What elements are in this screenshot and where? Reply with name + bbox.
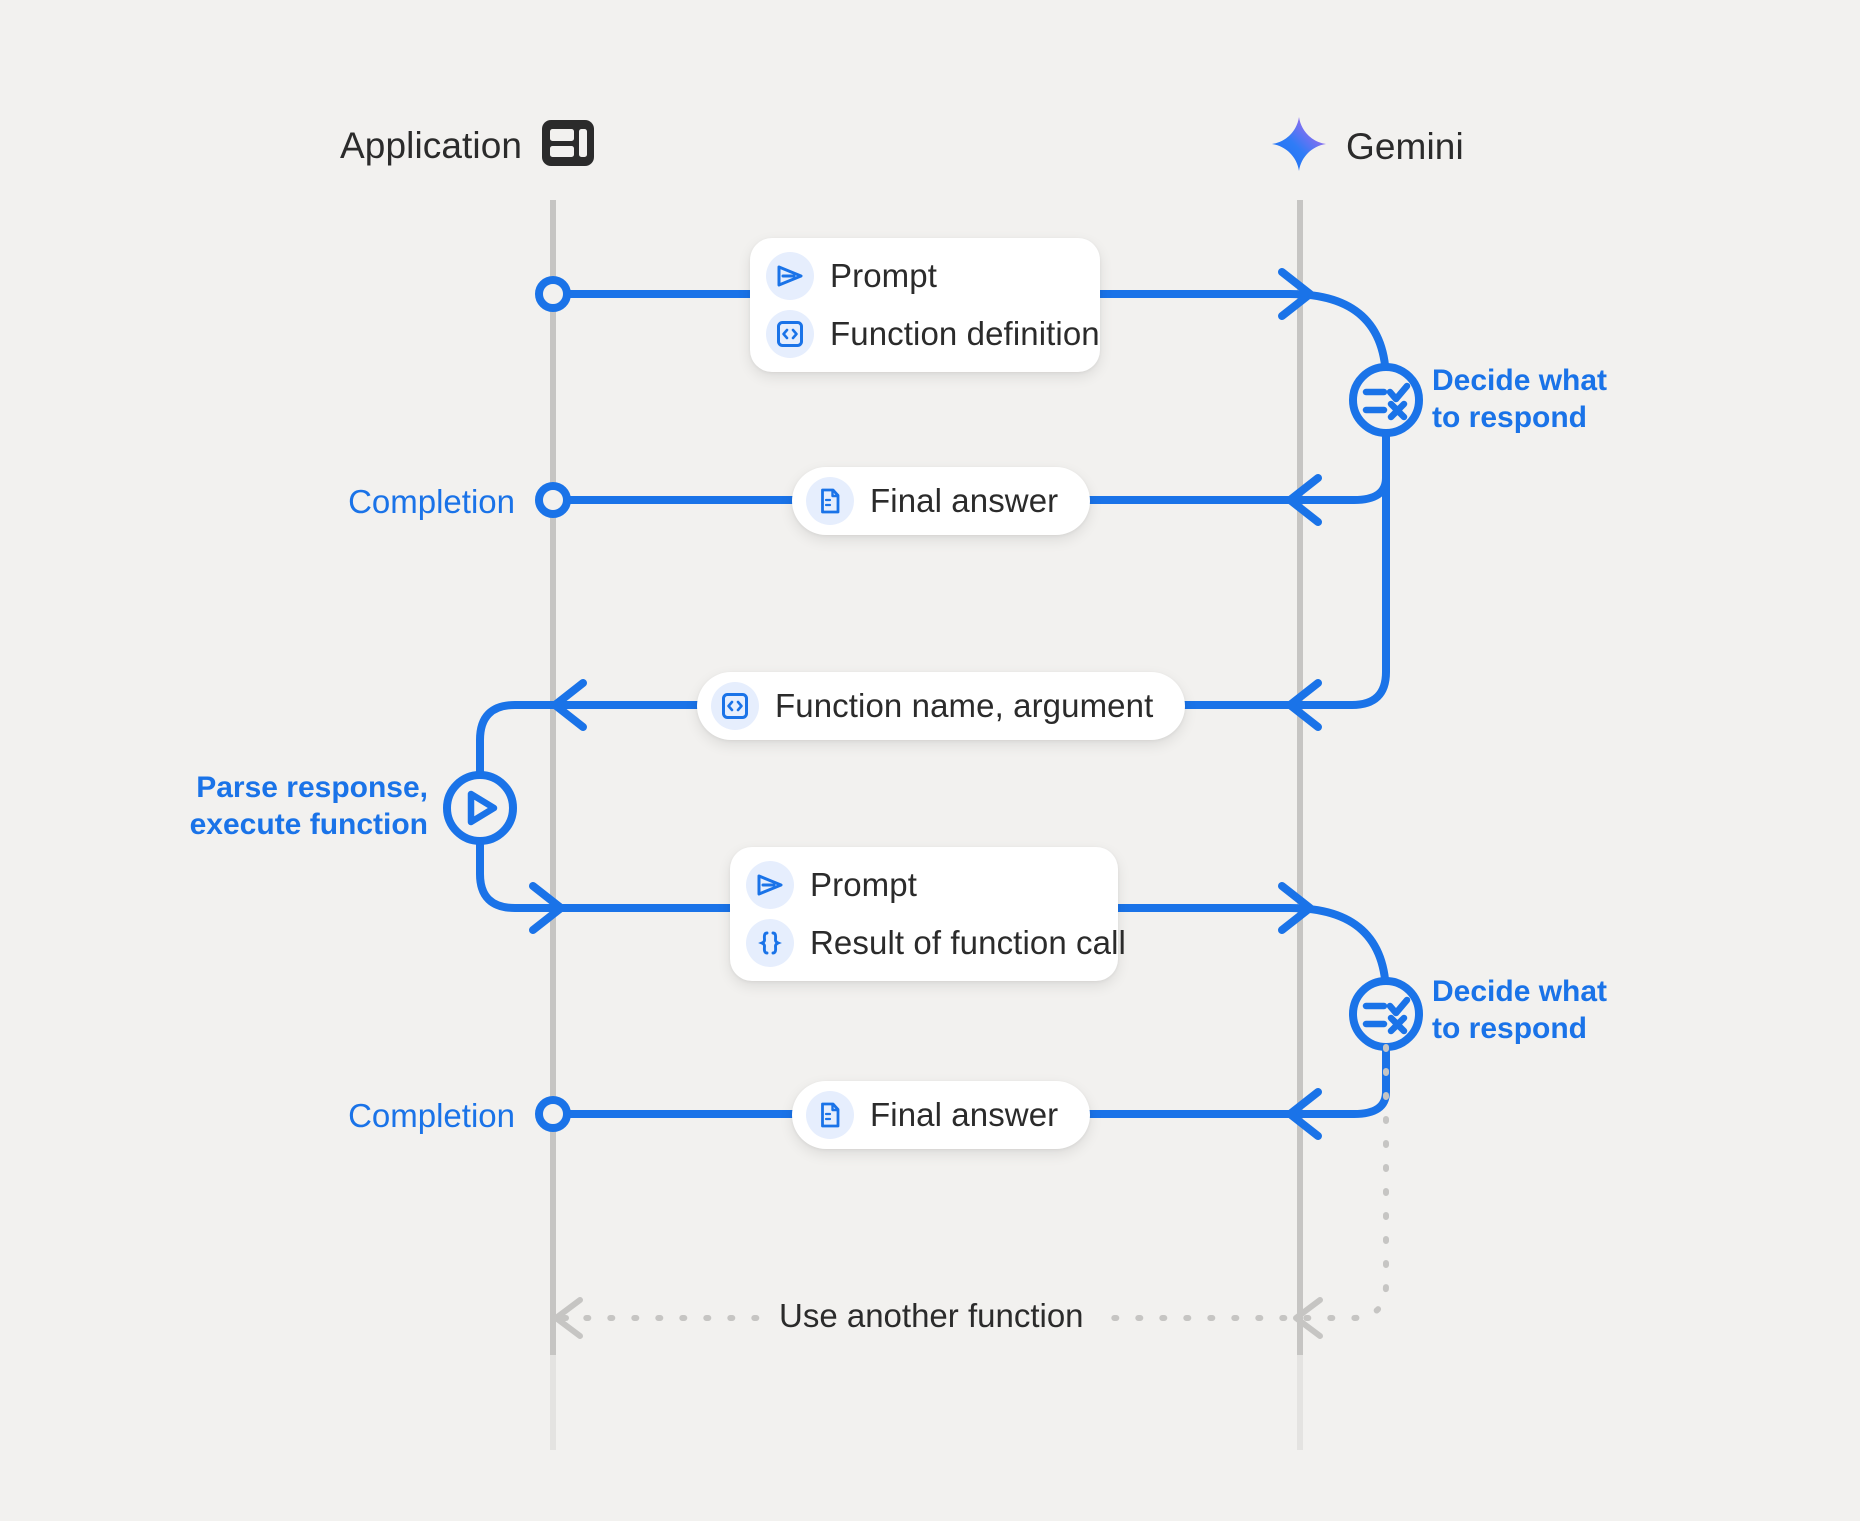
annotation-parse-response-execute-function: Parse response, execute function bbox=[189, 771, 428, 841]
connector-use-another-function bbox=[553, 1044, 1389, 1339]
node-decision-2 bbox=[1349, 977, 1423, 1051]
message-label-function-name-argument: Function name, argument bbox=[775, 687, 1154, 724]
message-row-final-answer-2: Final answer bbox=[806, 1091, 1058, 1139]
document-icon bbox=[806, 477, 854, 525]
message-label-prompt: Prompt bbox=[830, 257, 937, 294]
document-icon bbox=[806, 1091, 854, 1139]
message-label-final-answer-1: Final answer bbox=[870, 482, 1059, 519]
actor-label-gemini: Gemini bbox=[1346, 125, 1464, 167]
message-card-function-name-argument[interactable]: Function name, argument bbox=[697, 672, 1186, 740]
message-card-prompt-result-of-function-call[interactable]: Prompt Result of function call bbox=[730, 847, 1126, 981]
message-row-final-answer: Final answer bbox=[806, 477, 1058, 525]
actor-label-application: Application bbox=[340, 124, 523, 166]
message-card-final-answer-2[interactable]: Final answer bbox=[792, 1081, 1091, 1149]
actor-header-application: Application bbox=[340, 118, 596, 173]
message-card-final-answer-1[interactable]: Final answer bbox=[792, 467, 1091, 535]
code-brackets-icon bbox=[766, 310, 814, 358]
send-arrow-icon bbox=[766, 252, 814, 300]
send-arrow-icon bbox=[746, 861, 794, 909]
message-row-function-definition: Function definition bbox=[766, 310, 1100, 358]
gemini-sparkle-icon bbox=[1270, 115, 1328, 178]
message-row-result-of-function-call: Result of function call bbox=[746, 919, 1126, 967]
message-row-function-name-argument: Function name, argument bbox=[711, 682, 1153, 730]
message-row-prompt-2: Prompt bbox=[746, 861, 1090, 909]
annotation-decide-what-to-respond-1: Decide what to respond bbox=[1432, 364, 1608, 434]
curly-braces-icon bbox=[746, 919, 794, 967]
message-label-prompt-2: Prompt bbox=[810, 866, 917, 903]
message-label-result-of-function-call: Result of function call bbox=[810, 924, 1126, 961]
label-use-another-function: Use another function bbox=[765, 1297, 1098, 1335]
label-completion-1: Completion bbox=[348, 483, 515, 520]
node-execute-function bbox=[443, 771, 517, 845]
message-row-prompt: Prompt bbox=[766, 252, 1072, 300]
message-label-final-answer-2: Final answer bbox=[870, 1096, 1059, 1133]
code-brackets-icon bbox=[711, 682, 759, 730]
actor-header-gemini: Gemini bbox=[1270, 115, 1464, 178]
message-label-function-definition: Function definition bbox=[830, 315, 1100, 352]
dashboard-layout-icon bbox=[540, 118, 596, 173]
message-card-prompt-function-definition[interactable]: Prompt Function definition bbox=[750, 238, 1100, 372]
label-completion-2: Completion bbox=[348, 1097, 515, 1134]
annotation-decide-what-to-respond-2: Decide what to respond bbox=[1432, 975, 1608, 1045]
node-decision-1 bbox=[1349, 363, 1423, 437]
